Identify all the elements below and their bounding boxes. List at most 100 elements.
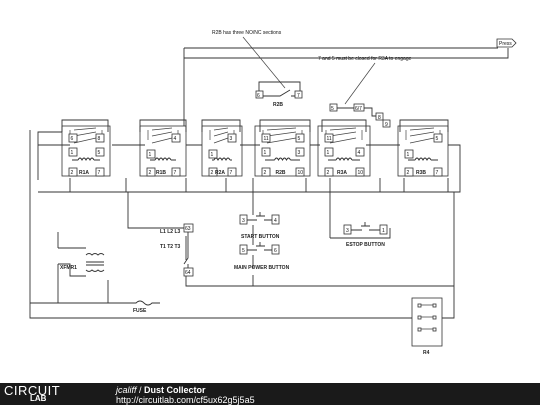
project-name: Dust Collector: [144, 385, 206, 395]
relay-pin-label: 2: [327, 170, 330, 176]
relay-pin-label: 5: [98, 150, 101, 156]
relay-pin: [433, 167, 443, 177]
author-link[interactable]: jcaliff: [116, 385, 137, 395]
svg-text:6: 6: [274, 248, 277, 254]
relay-pin: [324, 133, 334, 143]
svg-text:3: 3: [242, 218, 245, 224]
relay-label: R3B: [416, 170, 426, 176]
top-rail-wire: [183, 47, 509, 130]
relay-pin-label: 3: [230, 136, 233, 142]
relay-pin: [433, 133, 443, 143]
relay-label: R2A: [215, 170, 225, 176]
footer-bar: CIRCUIT LAB jcaliff / Dust Collector htt…: [0, 383, 540, 405]
relay-pin-label: 10: [358, 170, 364, 176]
press-tag[interactable]: Press: [496, 38, 517, 48]
left-supply-wire: [29, 130, 455, 319]
transformer: XFMR1: [58, 247, 105, 277]
r2b-note-arrow: [242, 36, 286, 89]
relay-r1a[interactable]: 6 8 1 5 2 7 R1A: [61, 125, 111, 177]
relay-pin-label: 7: [174, 170, 177, 176]
svg-text:XFMR1: XFMR1: [60, 265, 77, 271]
relay-bus-wire: [37, 119, 461, 193]
svg-text:6: 6: [257, 93, 260, 99]
svg-text:63: 63: [185, 226, 191, 232]
relay-pin: [95, 133, 105, 143]
relay-pin: [146, 149, 156, 159]
svg-text:6/7: 6/7: [355, 106, 362, 112]
relay-pin: [171, 167, 181, 177]
relay-pin-label: 1: [149, 152, 152, 158]
contactor[interactable]: L1 L2 L3 T1 T2 T3 63 64: [160, 223, 194, 277]
svg-text:Press: Press: [499, 41, 512, 47]
svg-text:1: 1: [382, 228, 385, 234]
svg-text:ESTOP BUTTON: ESTOP BUTTON: [346, 242, 385, 248]
relay-pin: [261, 147, 271, 157]
relay-pin-label: 2: [264, 170, 267, 176]
relay-pin-label: 11: [264, 136, 269, 142]
relay-pin-label: 1: [211, 152, 214, 158]
svg-text:FUSE: FUSE: [133, 308, 147, 314]
relay-pin: [404, 167, 414, 177]
relay-pin: [261, 167, 271, 177]
svg-text:5: 5: [242, 248, 245, 254]
relay-r4[interactable]: R4: [411, 297, 443, 356]
relay-pin: [324, 147, 334, 157]
svg-text:START BUTTON: START BUTTON: [241, 234, 280, 240]
relay-pin-label: 6: [71, 136, 74, 142]
svg-text:7: 7: [297, 93, 300, 99]
main-power-button[interactable]: 5 6 MAIN POWER BUTTON: [234, 242, 290, 271]
relay-pin: [68, 147, 78, 157]
relay-pin-label: 2: [71, 170, 74, 176]
relay-pin-label: 1: [407, 152, 410, 158]
relay-pin-label: 4: [358, 150, 361, 156]
start-button[interactable]: 3 4 START BUTTON: [239, 212, 280, 240]
relay-pin-label: 1: [264, 150, 267, 156]
svg-text:3: 3: [346, 228, 349, 234]
relay-pin-label: 8: [98, 136, 101, 142]
svg-text:R4: R4: [423, 350, 430, 356]
relay-pin-label: 2: [211, 170, 214, 176]
svg-text:8: 8: [378, 115, 381, 121]
svg-text:5: 5: [331, 106, 334, 112]
relay-pin: [355, 147, 365, 157]
r3a-note: 7 and 5 must be closed for R3A to engage: [318, 56, 412, 62]
relay-pin: [355, 167, 365, 177]
relay-pin: [68, 133, 78, 143]
r2b-switch[interactable]: 6 7 R2B: [255, 81, 303, 108]
project-url[interactable]: http://circuitlab.com/cf5ux62g5j5a5: [116, 395, 255, 405]
relay-label: R1B: [156, 170, 166, 176]
project-title: jcaliff / Dust Collector: [116, 385, 206, 395]
r3a-note-arrow: [344, 62, 376, 105]
relay-pin-label: 2: [149, 170, 152, 176]
relay-pin: [146, 167, 156, 177]
r3a-switch[interactable]: 5 6/7 8 9: [329, 103, 391, 128]
relay-pin: [404, 149, 414, 159]
relay-pin-label: 1: [71, 150, 74, 156]
svg-text:4: 4: [274, 218, 277, 224]
relay-pin: [261, 133, 271, 143]
relay-label: R2B: [276, 170, 286, 176]
relay-label: R1A: [79, 170, 89, 176]
relay-pin-label: 10: [298, 170, 304, 176]
relay-pin: [208, 149, 218, 159]
fuse: FUSE: [124, 300, 160, 314]
relay-pin: [295, 147, 305, 157]
svg-text:R2B: R2B: [273, 102, 283, 108]
relay-pin-label: 5: [298, 136, 301, 142]
relay-pin-label: 7: [98, 170, 101, 176]
relay-pin-label: 5: [436, 136, 439, 142]
svg-text:L1 L2 L3: L1 L2 L3: [160, 229, 181, 235]
circuitlab-logo[interactable]: CIRCUIT LAB: [4, 383, 92, 403]
relay-label: R3A: [337, 170, 347, 176]
logo-circuit-text: CIRCUIT: [4, 383, 61, 398]
relay-pin: [95, 167, 105, 177]
estop-button[interactable]: 3 1 ESTOP BUTTON: [343, 222, 388, 248]
relay-pin: [171, 133, 181, 143]
svg-text:T1 T2 T3: T1 T2 T3: [160, 244, 181, 250]
relay-pin: [227, 167, 237, 177]
